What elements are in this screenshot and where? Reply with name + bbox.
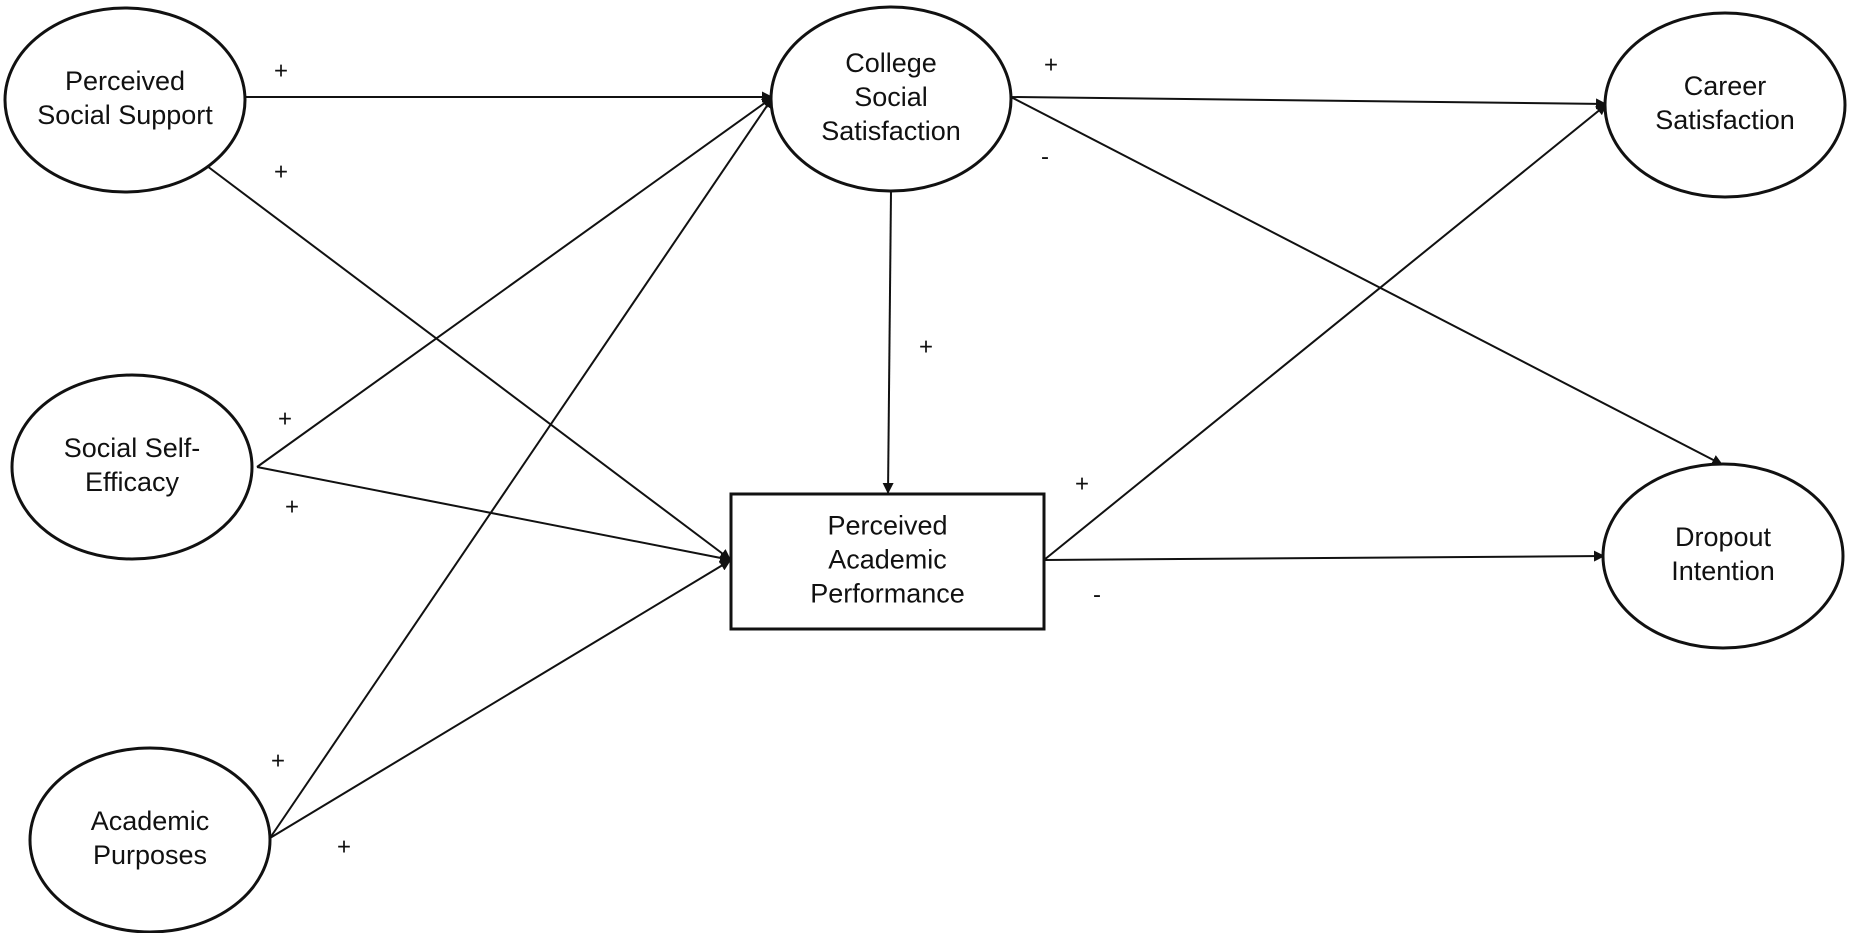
node-label-line: Social <box>854 82 928 112</box>
node-ellipse <box>1603 11 1847 199</box>
node-ellipse <box>1601 462 1845 650</box>
node-label-line: Intention <box>1671 556 1775 586</box>
node-label-line: Perceived <box>65 66 185 96</box>
edge-sign-perceived-social-support-to-college-social-satisfaction: + <box>274 57 288 84</box>
edge-academic-purposes-to-perceived-academic-performance <box>269 559 732 839</box>
edge-sign-college-social-satisfaction-to-career-satisfaction: + <box>1044 51 1058 78</box>
edge-sign-perceived-academic-performance-to-career-satisfaction: + <box>1075 470 1089 497</box>
node-social-self-efficacy: Social Self- Efficacy <box>10 373 254 561</box>
node-ellipse <box>10 373 254 561</box>
edge-sign-academic-purposes-to-perceived-academic-performance: + <box>337 833 351 860</box>
node-ellipse <box>3 6 247 194</box>
edge-perceived-academic-performance-to-career-satisfaction <box>1043 103 1608 561</box>
node-label-line: Academic <box>91 806 210 836</box>
node-label-line: Career <box>1684 71 1767 101</box>
edge-perceived-social-support-to-perceived-academic-performance <box>206 165 732 561</box>
node-label-line: College <box>845 48 937 78</box>
edge-sign-social-self-efficacy-to-perceived-academic-performance: + <box>285 493 299 520</box>
node-label-line: Satisfaction <box>1655 105 1795 135</box>
edge-social-self-efficacy-to-college-social-satisfaction <box>256 96 774 468</box>
edge-sign-perceived-social-support-to-perceived-academic-performance: + <box>274 158 288 185</box>
node-label-line: Dropout <box>1675 522 1772 552</box>
node-ellipse <box>28 746 272 933</box>
node-label-line: Academic <box>828 545 947 575</box>
edge-perceived-academic-performance-to-dropout-intention <box>1043 550 1606 562</box>
node-label-line: Perceived <box>827 511 947 541</box>
edge-college-social-satisfaction-to-career-satisfaction <box>1010 96 1608 110</box>
edge-social-self-efficacy-to-perceived-academic-performance <box>256 466 732 564</box>
edge-college-social-satisfaction-to-perceived-academic-performance <box>882 190 894 495</box>
edge-sign-perceived-academic-performance-to-dropout-intention: - <box>1093 581 1101 608</box>
edge-college-social-satisfaction-to-dropout-intention <box>1010 96 1724 466</box>
node-label-line: Purposes <box>93 840 207 870</box>
edge-academic-purposes-to-college-social-satisfaction <box>269 96 774 839</box>
edges <box>206 91 1724 839</box>
edge-sign-social-self-efficacy-to-college-social-satisfaction: + <box>278 405 292 432</box>
edge-sign-college-social-satisfaction-to-perceived-academic-performance: + <box>919 333 933 360</box>
node-label-line: Social Support <box>37 100 213 130</box>
edge-signs: + + + + + + + - + + - <box>271 51 1101 860</box>
node-ellipse <box>769 5 1013 193</box>
edge-sign-academic-purposes-to-college-social-satisfaction: + <box>271 747 285 774</box>
node-label-line: Performance <box>810 579 965 609</box>
edge-sign-college-social-satisfaction-to-dropout-intention: - <box>1041 143 1049 170</box>
node-box <box>729 492 1046 631</box>
node-label-line: Efficacy <box>85 467 180 497</box>
node-label-line: Satisfaction <box>821 116 961 146</box>
node-label-line: Social Self- <box>64 433 201 463</box>
